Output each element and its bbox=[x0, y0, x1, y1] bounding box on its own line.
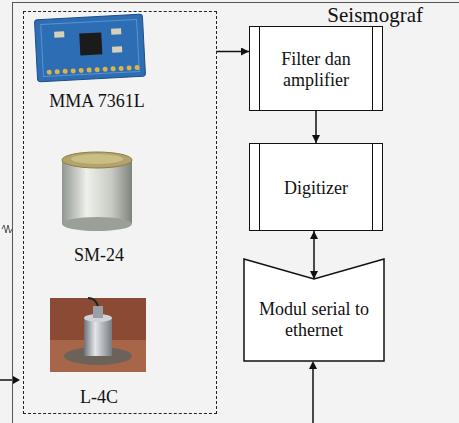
sensor-item: L-4C bbox=[26, 292, 216, 410]
sensor-group: MMA 7361L SM-24L-4C bbox=[23, 11, 217, 414]
box-label: Digitizer bbox=[264, 178, 368, 199]
arrow-connector bbox=[313, 231, 315, 279]
sensor-item: SM-24 bbox=[26, 142, 216, 268]
side-bar bbox=[372, 144, 373, 230]
side-bar bbox=[372, 27, 373, 110]
sensor-item: MMA 7361L bbox=[26, 14, 216, 114]
mma-board bbox=[34, 14, 145, 82]
arrow-connector bbox=[216, 51, 249, 53]
process-box: Filter dan amplifier bbox=[249, 26, 383, 111]
sensor-label: L-4C bbox=[26, 387, 172, 408]
ethernet-arrowhead bbox=[309, 361, 317, 369]
arrow-connector bbox=[315, 111, 317, 143]
side-bar bbox=[259, 144, 260, 230]
l4c-seismometer bbox=[50, 298, 146, 372]
process-box: Digitizer bbox=[249, 143, 383, 231]
ethernet-line bbox=[312, 368, 314, 423]
sensor-label: SM-24 bbox=[26, 245, 172, 266]
box-label: Filter dan amplifier bbox=[264, 49, 368, 90]
side-bar bbox=[259, 27, 260, 110]
box-label: Modul serial to ethernet bbox=[250, 299, 378, 340]
sm24-geophone bbox=[62, 152, 132, 231]
wave-symbol bbox=[2, 225, 12, 233]
frame-title: Seismograf bbox=[327, 3, 423, 28]
module-shape: Modul serial to ethernet bbox=[244, 259, 384, 361]
outer-frame: SeismografMMA 7361L SM-24L-4C Filter dan a… bbox=[12, 2, 459, 423]
input-arrowhead bbox=[13, 376, 20, 384]
sensor-label: MMA 7361L bbox=[26, 91, 168, 112]
